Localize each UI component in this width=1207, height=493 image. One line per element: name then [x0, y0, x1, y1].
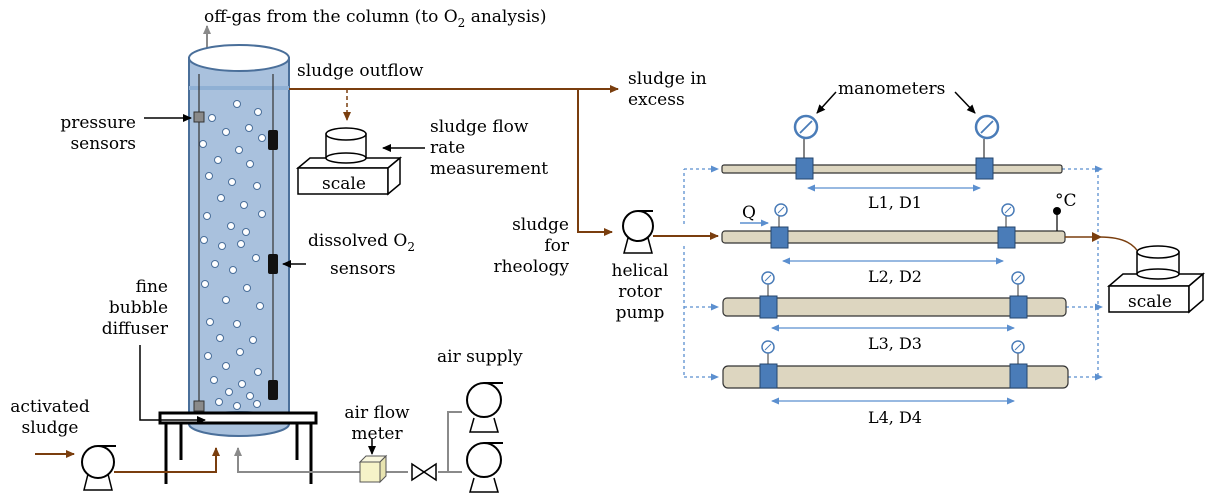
manometer-icon: [793, 114, 819, 140]
pressure-sensor-bottom: [193, 400, 205, 412]
rheology-feed-line: [577, 89, 613, 236]
scale-left: [295, 127, 403, 196]
feed-line: [114, 447, 220, 473]
scale-right-label: scale: [1128, 292, 1172, 312]
do-sensor-3: [268, 380, 278, 400]
manometer-small-icon: [774, 203, 1015, 217]
pipe-1-sensor-a: [795, 157, 814, 180]
pipe-4-sensor-a: [759, 363, 778, 389]
scale-right: [1106, 245, 1206, 314]
do-sensor-2: [268, 254, 278, 274]
distribution-manifold: [683, 169, 1099, 377]
offgas-label: off-gas from the column (to O2 analysis): [204, 7, 547, 30]
pipe-4: [722, 365, 1069, 389]
pipe-1-sensor-b: [975, 157, 994, 180]
scale-left-label: scale: [322, 174, 366, 194]
air-compressor-1: [466, 382, 503, 433]
feed-pump: [81, 445, 116, 491]
pipe-1-dimension: L1, D1: [868, 193, 922, 212]
manometer-small-icon-4: [761, 340, 1025, 354]
do-sensors-label: dissolved O2: [308, 231, 415, 254]
air-supply-label: air supply: [437, 347, 523, 367]
air-flow-meter: [358, 454, 388, 484]
pipe-2-dimension: L2, D2: [868, 267, 922, 286]
pressure-sensor-top: [193, 111, 205, 123]
air-bubbles: [199, 100, 266, 410]
pipe-1: [721, 164, 1063, 174]
do-sensors-label-2: sensors: [330, 259, 396, 279]
outlet-line: [1065, 236, 1141, 256]
thermometer-icon: [1053, 207, 1061, 215]
temperature-label: °C: [1055, 191, 1077, 211]
flow-q-label: Q: [742, 203, 756, 223]
manometers-label: manometers: [838, 79, 945, 99]
manometer-small-icon-3: [761, 271, 1025, 285]
pipe-3-dimension: L3, D3: [868, 334, 922, 353]
air-compressor-2: [466, 442, 503, 493]
pipe-4-sensor-b: [1009, 363, 1028, 389]
pipe-2-sensor-a: [770, 226, 789, 249]
pipe-2-sensor-b: [997, 226, 1016, 249]
do-sensor-1: [268, 130, 278, 150]
pipe-4-dimension: L4, D4: [868, 408, 922, 427]
valve-icon: [411, 462, 437, 482]
manometer-icon-2: [974, 114, 1000, 140]
helical-rotor-pump: [622, 210, 654, 254]
column-stand: [158, 411, 318, 484]
pipe-3-sensor-b: [1009, 295, 1028, 319]
pipe-3: [722, 297, 1067, 317]
sludge-outflow-label: sludge outflow: [297, 61, 424, 81]
pipe-3-sensor-a: [759, 295, 778, 319]
